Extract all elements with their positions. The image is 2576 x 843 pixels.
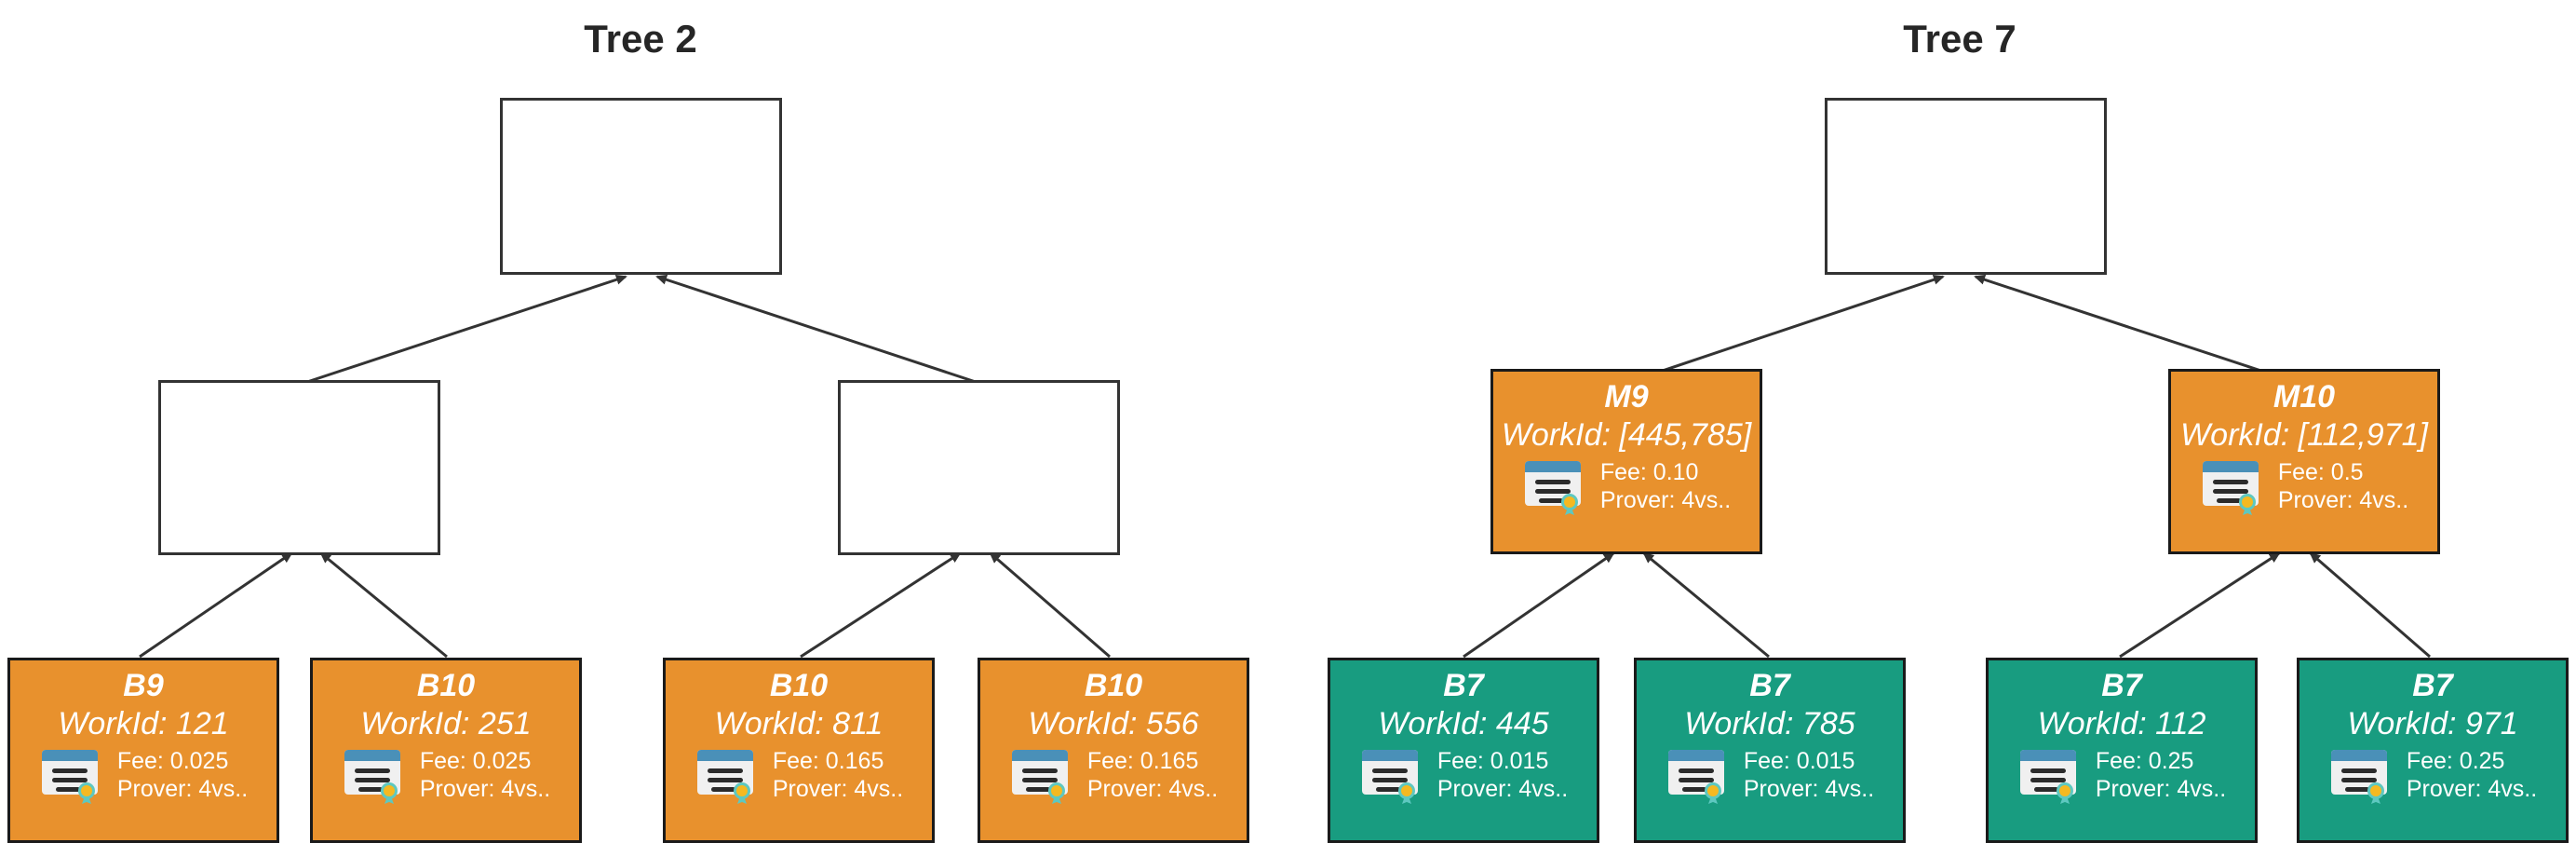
edge-tree2-midleft-to-root bbox=[306, 274, 627, 384]
certificate-icon bbox=[1524, 461, 1581, 516]
tree7-leaf-2-node[interactable]: B7 WorkId: 785 Fee: 0.015 Prover: 4vs.. bbox=[1634, 658, 1906, 843]
certificate-icon bbox=[1011, 750, 1068, 805]
node-fee: Fee: 0.165 bbox=[772, 747, 884, 774]
certificate-icon bbox=[1361, 750, 1418, 805]
node-fee: Fee: 0.25 bbox=[2406, 747, 2505, 774]
node-label: B7 bbox=[2101, 668, 2142, 703]
node-label: B10 bbox=[769, 668, 829, 703]
certificate-icon bbox=[41, 750, 98, 805]
edge-tree2-leaf1-to-midleft bbox=[139, 551, 293, 659]
node-prover: Prover: 4vs.. bbox=[772, 776, 904, 803]
node-label: M9 bbox=[1604, 379, 1649, 415]
edge-tree7-leaf1-to-midleft bbox=[1463, 551, 1615, 659]
node-prover: Prover: 4vs.. bbox=[2277, 487, 2409, 514]
tree2-leaf-1-node[interactable]: B9 WorkId: 121 Fee: 0.025 Prover: 4vs.. bbox=[7, 658, 279, 843]
edge-tree7-leaf4-to-midright bbox=[2309, 551, 2431, 659]
tree7-leaf-3-node[interactable]: B7 WorkId: 112 Fee: 0.25 Prover: 4vs.. bbox=[1986, 658, 2258, 843]
node-label: M10 bbox=[2273, 379, 2336, 415]
node-workid: WorkId: 971 bbox=[2347, 705, 2518, 741]
tree2-mid-right-node[interactable] bbox=[838, 380, 1120, 555]
tree7-leaf-1-node[interactable]: B7 WorkId: 445 Fee: 0.015 Prover: 4vs.. bbox=[1328, 658, 1599, 843]
node-workid: WorkId: 556 bbox=[1028, 705, 1199, 741]
edge-tree2-leaf4-to-midright bbox=[989, 551, 1111, 659]
node-prover: Prover: 4vs.. bbox=[1743, 776, 1875, 803]
certificate-icon bbox=[2202, 461, 2259, 516]
node-label: B7 bbox=[1749, 668, 1790, 703]
tree7-leaf-4-node[interactable]: B7 WorkId: 971 Fee: 0.25 Prover: 4vs.. bbox=[2297, 658, 2569, 843]
node-prover: Prover: 4vs.. bbox=[419, 776, 551, 803]
node-fee: Fee: 0.5 bbox=[2277, 458, 2364, 485]
node-prover: Prover: 4vs.. bbox=[1086, 776, 1219, 803]
certificate-icon bbox=[696, 750, 753, 805]
tree7-root-node[interactable] bbox=[1825, 98, 2107, 275]
node-label: B10 bbox=[1084, 668, 1143, 703]
node-label: B9 bbox=[123, 668, 164, 703]
tree2-leaf-3-node[interactable]: B10 WorkId: 811 Fee: 0.165 Prover: 4vs.. bbox=[663, 658, 935, 843]
node-prover: Prover: 4vs.. bbox=[1599, 487, 1732, 514]
certificate-icon bbox=[2330, 750, 2387, 805]
edge-tree7-leaf3-to-midright bbox=[2119, 551, 2281, 659]
tree7-mid-right-node[interactable]: M10 WorkId: [112,971] Fee: 0.5 Prover: 4… bbox=[2168, 369, 2440, 554]
edge-tree2-leaf3-to-midright bbox=[800, 551, 962, 659]
node-workid: WorkId: 785 bbox=[1684, 705, 1855, 741]
node-workid: WorkId: 811 bbox=[714, 705, 883, 741]
node-workid: WorkId: 445 bbox=[1378, 705, 1549, 741]
certificate-icon bbox=[344, 750, 400, 805]
node-workid: WorkId: 251 bbox=[360, 705, 532, 741]
node-prover: Prover: 4vs.. bbox=[1436, 776, 1569, 803]
node-label: B7 bbox=[2412, 668, 2453, 703]
node-fee: Fee: 0.025 bbox=[419, 747, 532, 774]
node-fee: Fee: 0.025 bbox=[116, 747, 229, 774]
edge-tree7-midleft-to-root bbox=[1628, 274, 1945, 384]
node-prover: Prover: 4vs.. bbox=[2095, 776, 2227, 803]
node-fee: Fee: 0.10 bbox=[1599, 458, 1699, 485]
node-fee: Fee: 0.25 bbox=[2095, 747, 2194, 774]
node-fee: Fee: 0.165 bbox=[1086, 747, 1199, 774]
tree7-mid-left-node[interactable]: M9 WorkId: [445,785] Fee: 0.10 Prover: 4… bbox=[1490, 369, 1762, 554]
node-prover: Prover: 4vs.. bbox=[116, 776, 249, 803]
edge-tree7-leaf2-to-midleft bbox=[1642, 551, 1770, 659]
node-label: B7 bbox=[1443, 668, 1484, 703]
certificate-icon bbox=[2019, 750, 2076, 805]
tree2-leaf-2-node[interactable]: B10 WorkId: 251 Fee: 0.025 Prover: 4vs.. bbox=[310, 658, 582, 843]
node-fee: Fee: 0.015 bbox=[1743, 747, 1855, 774]
node-workid: WorkId: 112 bbox=[2037, 705, 2206, 741]
node-prover: Prover: 4vs.. bbox=[2406, 776, 2538, 803]
node-workid: WorkId: [445,785] bbox=[1501, 416, 1752, 453]
tree2-root-node[interactable] bbox=[500, 98, 782, 275]
edge-tree2-leaf2-to-midleft bbox=[319, 551, 448, 659]
edge-tree2-midright-to-root bbox=[655, 274, 977, 384]
tree2-leaf-4-node[interactable]: B10 WorkId: 556 Fee: 0.165 Prover: 4vs.. bbox=[978, 658, 1249, 843]
tree-2-title: Tree 2 bbox=[584, 17, 697, 61]
node-label: B10 bbox=[416, 668, 476, 703]
node-workid: WorkId: 121 bbox=[58, 705, 229, 741]
tree2-mid-left-node[interactable] bbox=[158, 380, 440, 555]
edge-tree7-midright-to-root bbox=[1974, 274, 2296, 384]
node-workid: WorkId: [112,971] bbox=[2180, 416, 2428, 453]
certificate-icon bbox=[1667, 750, 1724, 805]
node-fee: Fee: 0.015 bbox=[1436, 747, 1549, 774]
tree-7-title: Tree 7 bbox=[1903, 17, 2016, 61]
